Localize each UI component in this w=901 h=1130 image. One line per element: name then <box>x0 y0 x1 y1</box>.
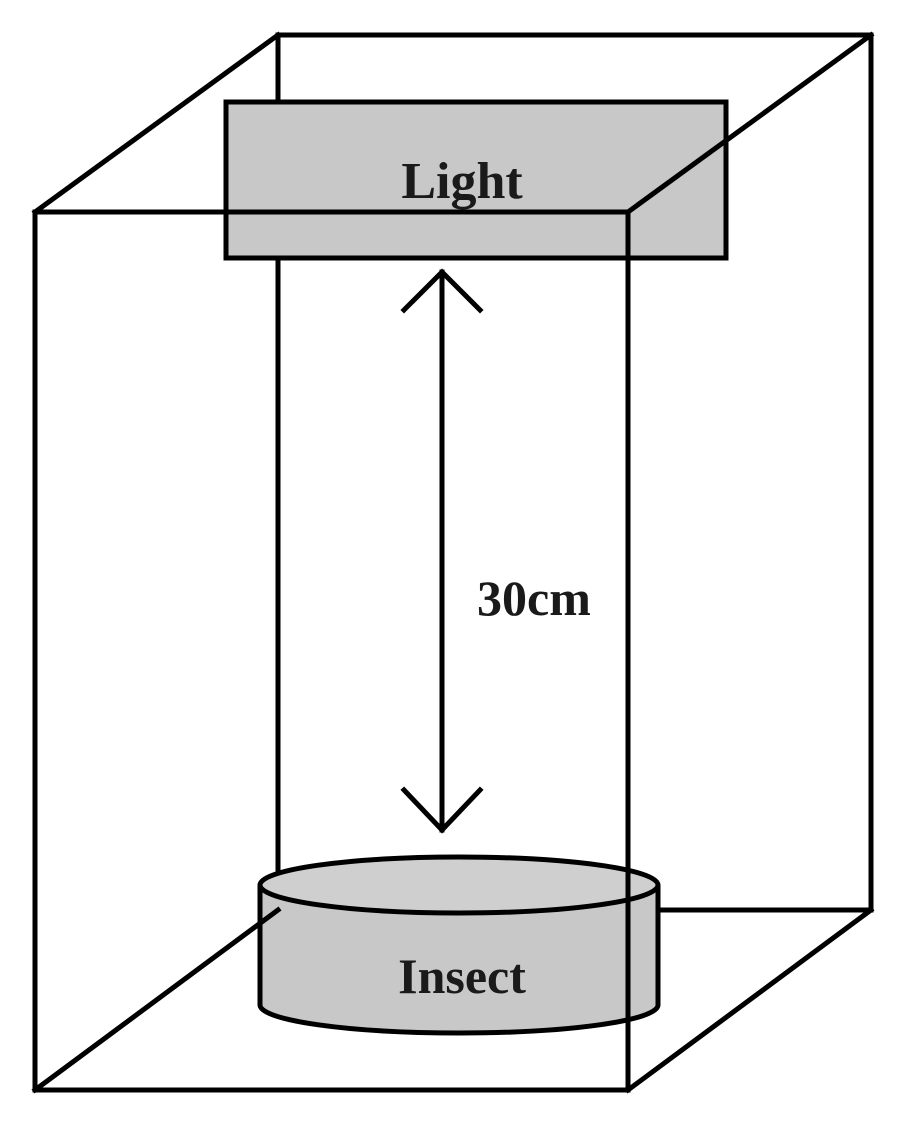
bottom-left-connector <box>31 906 282 1094</box>
insect-container: Insect <box>257 854 661 1036</box>
light-rect <box>223 99 729 261</box>
arrow-head-up <box>400 268 484 314</box>
distance-label: 30cm <box>477 570 591 626</box>
light-label: Light <box>401 153 523 210</box>
light-panel: Light <box>223 99 729 261</box>
front-face <box>32 209 631 1093</box>
box-front-edges <box>31 31 875 1094</box>
bottom-right-connector <box>624 906 875 1094</box>
distance-arrow: 30cm <box>400 268 591 834</box>
arrow-head-down <box>400 786 484 834</box>
top-left-connector <box>31 31 282 216</box>
insect-label: Insect <box>398 948 526 1004</box>
cylinder-body <box>257 885 661 1036</box>
top-right-connector <box>624 31 875 216</box>
cylinder-top <box>257 854 661 916</box>
